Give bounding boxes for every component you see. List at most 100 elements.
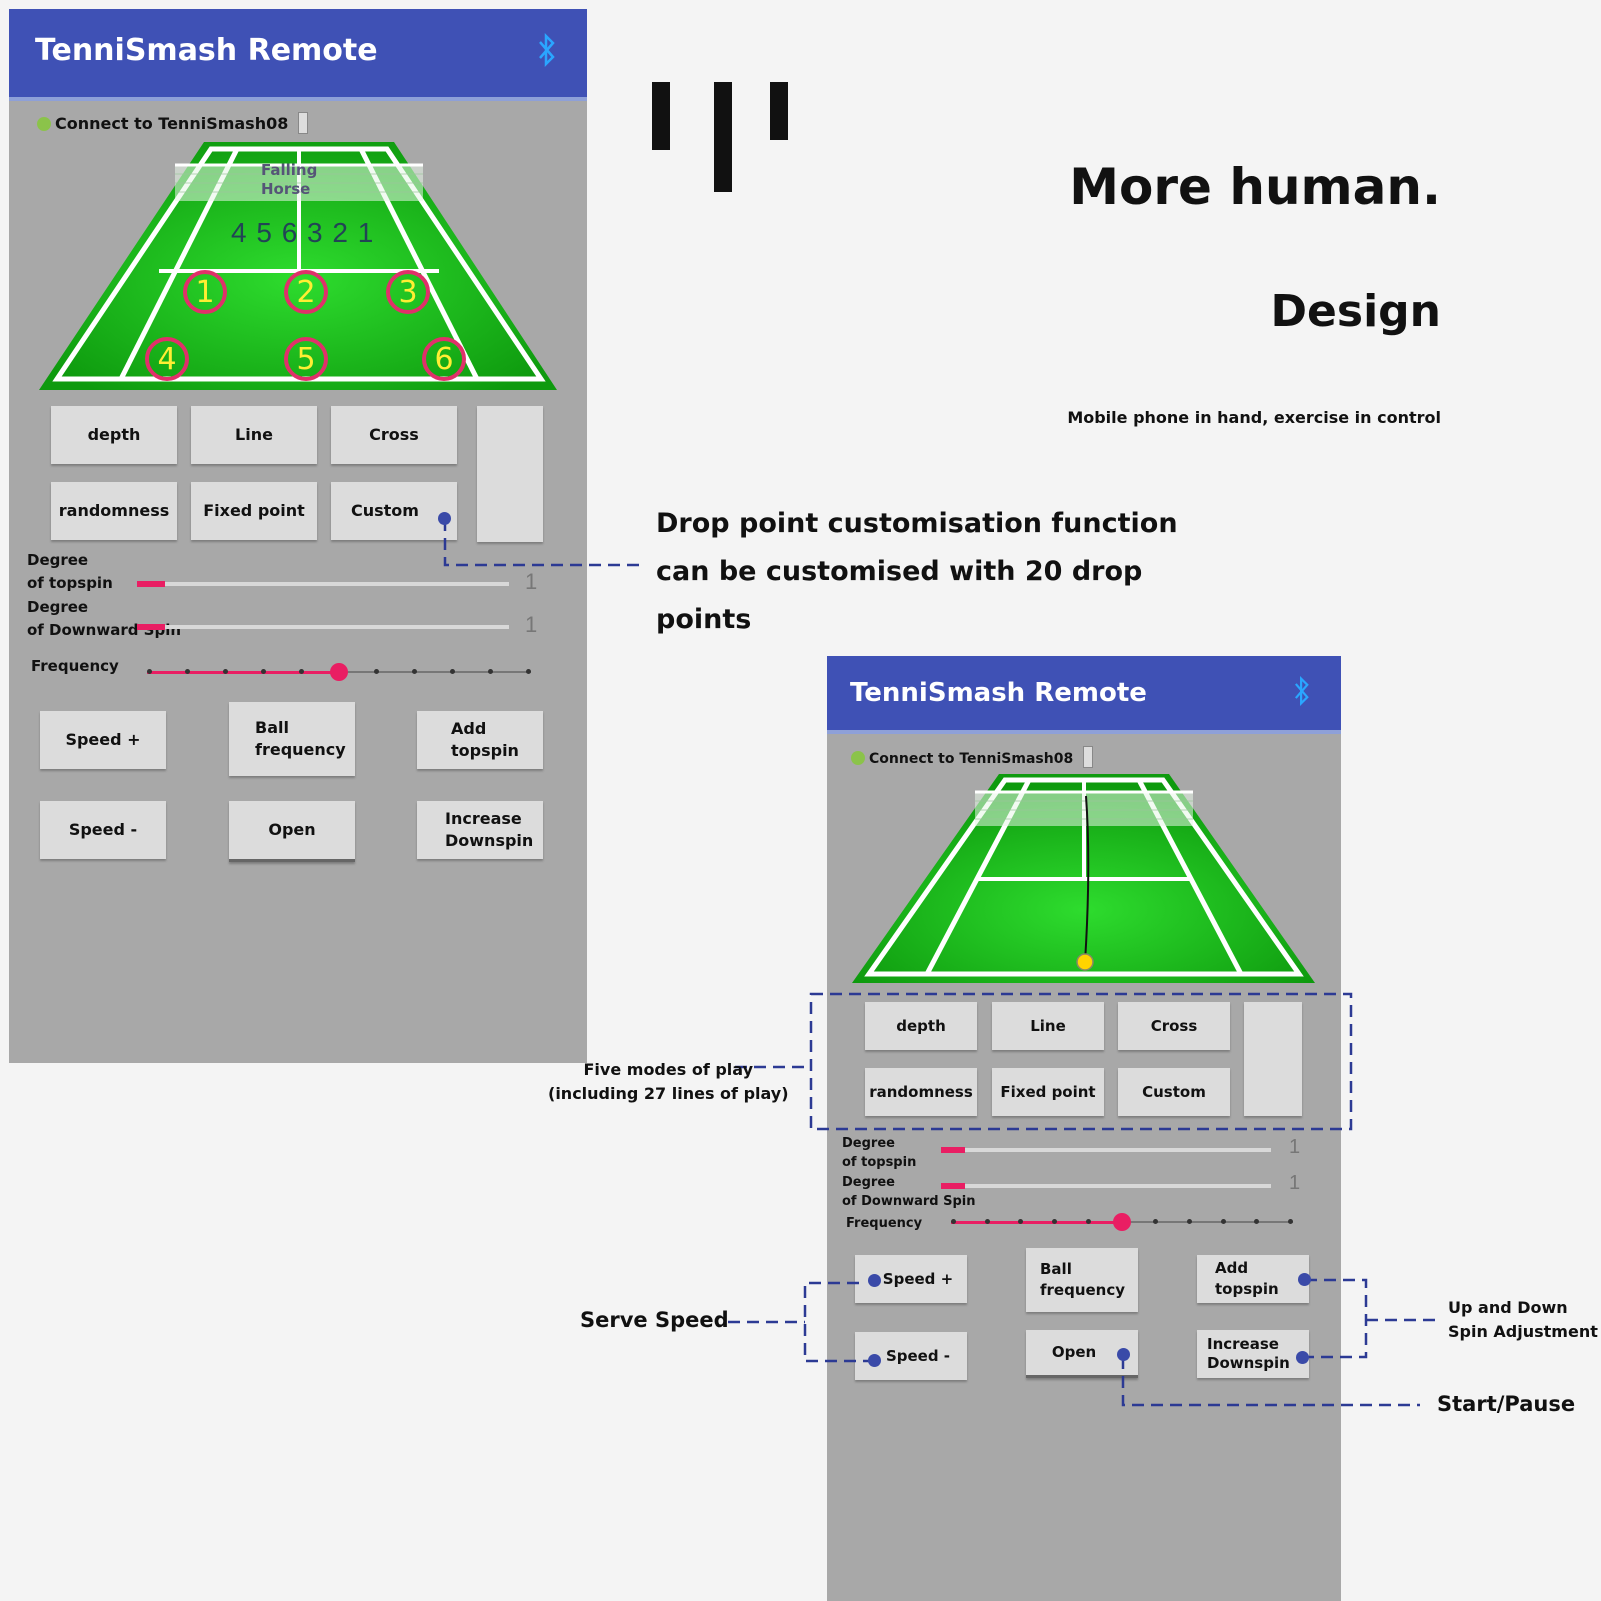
- app-bar: TenniSmash Remote: [827, 656, 1341, 734]
- mode-line-button[interactable]: Line: [992, 1002, 1104, 1050]
- add-topspin-button[interactable]: Add topspin: [1197, 1255, 1309, 1303]
- blank-mode-button[interactable]: [477, 406, 543, 542]
- frequency-fill: [147, 671, 339, 674]
- ball-frequency-button[interactable]: Ball frequency: [1026, 1248, 1138, 1312]
- speed-minus-callout-marker: [868, 1354, 881, 1367]
- usb-icon: [298, 112, 309, 134]
- tagline: Mobile phone in hand, exercise in contro…: [1067, 408, 1441, 427]
- headline-more-human: More human.: [1069, 158, 1441, 216]
- downspin-label: Degree of Downward Spin: [842, 1175, 976, 1209]
- drop-point-5[interactable]: 5: [284, 337, 328, 381]
- app-title: TenniSmash Remote: [35, 33, 378, 68]
- connection-text: Connect to TenniSmash08: [869, 751, 1074, 767]
- mode-fixed-point-button[interactable]: Fixed point: [992, 1068, 1104, 1116]
- open-callout-marker: [1117, 1348, 1130, 1361]
- drop-point-callout: Drop point customisation function can be…: [656, 508, 1178, 635]
- downspin-slider[interactable]: [941, 1183, 1271, 1189]
- ball-frequency-button[interactable]: Ball frequency: [229, 702, 355, 776]
- frequency-tick: [147, 669, 152, 674]
- downspin-callout-marker: [1296, 1351, 1309, 1364]
- frequency-tick: [184, 669, 190, 674]
- frequency-slider[interactable]: [951, 1213, 1293, 1231]
- start-pause-callout: Start/Pause: [1437, 1392, 1576, 1416]
- mode-randomness-button[interactable]: randomness: [865, 1068, 977, 1116]
- app-title: TenniSmash Remote: [850, 678, 1147, 708]
- mode-fixed-point-button[interactable]: Fixed point: [191, 482, 317, 540]
- topspin-label: Degree of topspin: [842, 1136, 917, 1170]
- increase-downspin-button[interactable]: Increase Downspin: [1197, 1330, 1309, 1378]
- falling-horse-label: Falling Horse: [261, 161, 318, 198]
- headline-design: Design: [1270, 286, 1441, 337]
- speed-plus-callout-marker: [868, 1274, 881, 1287]
- mode-depth-button[interactable]: depth: [865, 1002, 977, 1050]
- downspin-slider[interactable]: [137, 624, 509, 630]
- drop-point-3[interactable]: 3: [386, 270, 430, 314]
- mode-line-button[interactable]: Line: [191, 406, 317, 464]
- five-modes-callout: Five modes of play (including 27 lines o…: [548, 1060, 789, 1103]
- speed-minus-button[interactable]: Speed -: [40, 801, 166, 859]
- frequency-tick: [526, 669, 531, 674]
- frequency-tick: [1186, 1219, 1192, 1224]
- connection-status[interactable]: Connect to TenniSmash08: [37, 112, 309, 134]
- tennis-court-trajectory[interactable]: [827, 656, 1341, 986]
- frequency-tick: [1254, 1219, 1260, 1224]
- drop-point-2[interactable]: 2: [284, 270, 328, 314]
- mode-cross-button[interactable]: Cross: [1118, 1002, 1230, 1050]
- frequency-tick: [1018, 1219, 1024, 1224]
- speed-plus-button[interactable]: Speed +: [40, 711, 166, 769]
- bluetooth-icon[interactable]: [537, 32, 557, 72]
- connected-dot-icon: [851, 751, 865, 765]
- topspin-slider[interactable]: [137, 581, 509, 587]
- mode-custom-button[interactable]: Custom: [331, 482, 457, 540]
- frequency-tick: [488, 669, 494, 674]
- frequency-tick: [374, 669, 380, 674]
- mode-custom-button[interactable]: Custom: [1118, 1068, 1230, 1116]
- add-topspin-button[interactable]: Add topspin: [417, 711, 543, 769]
- serve-speed-callout: Serve Speed: [580, 1308, 729, 1332]
- topspin-value: 1: [1289, 1136, 1301, 1158]
- phone-screen-drop-points: TenniSmash Remote Connect to TenniSmash0…: [9, 9, 587, 1063]
- frequency-tick: [1052, 1219, 1058, 1224]
- frequency-tick: [260, 669, 266, 674]
- frequency-tick: [1220, 1219, 1226, 1224]
- frequency-slider[interactable]: [147, 663, 531, 681]
- frequency-tick: [222, 669, 228, 674]
- frequency-label: Frequency: [31, 657, 119, 675]
- frequency-thumb[interactable]: [330, 663, 348, 681]
- connection-status[interactable]: Connect to TenniSmash08: [851, 746, 1094, 768]
- frequency-label: Frequency: [846, 1216, 923, 1231]
- frequency-tick: [1085, 1219, 1091, 1224]
- connected-dot-icon: [37, 117, 51, 131]
- topspin-value: 1: [525, 569, 538, 594]
- blank-mode-button[interactable]: [1244, 1002, 1302, 1116]
- frequency-fill: [951, 1221, 1122, 1224]
- app-bar: TenniSmash Remote: [9, 9, 587, 101]
- frequency-tick: [951, 1219, 956, 1224]
- topspin-slider[interactable]: [941, 1147, 1271, 1153]
- frequency-tick: [298, 669, 304, 674]
- frequency-thumb[interactable]: [1113, 1213, 1131, 1231]
- frequency-tick: [450, 669, 456, 674]
- topspin-label: Degree of topspin: [27, 551, 113, 592]
- downspin-value: 1: [525, 612, 538, 637]
- mode-randomness-button[interactable]: randomness: [51, 482, 177, 540]
- drop-point-4[interactable]: 4: [145, 337, 189, 381]
- connection-text: Connect to TenniSmash08: [55, 114, 289, 133]
- increase-downspin-button[interactable]: Increase Downspin: [417, 801, 543, 859]
- usb-icon: [1083, 746, 1094, 768]
- drop-point-6[interactable]: 6: [422, 337, 466, 381]
- topspin-callout-marker: [1298, 1273, 1311, 1286]
- open-button[interactable]: Open: [229, 801, 355, 862]
- tennis-court-drop-points[interactable]: [9, 9, 587, 409]
- frequency-tick: [1153, 1219, 1159, 1224]
- bluetooth-icon[interactable]: [1293, 675, 1311, 711]
- spin-adjustment-callout: Up and Down Spin Adjustment: [1448, 1298, 1598, 1341]
- frequency-tick: [984, 1219, 990, 1224]
- open-button[interactable]: Open: [1026, 1330, 1138, 1378]
- custom-callout-marker: [438, 512, 451, 525]
- mode-cross-button[interactable]: Cross: [331, 406, 457, 464]
- mode-depth-button[interactable]: depth: [51, 406, 177, 464]
- drop-point-1[interactable]: 1: [183, 270, 227, 314]
- drop-sequence: 4 5 6 3 2 1: [231, 217, 375, 248]
